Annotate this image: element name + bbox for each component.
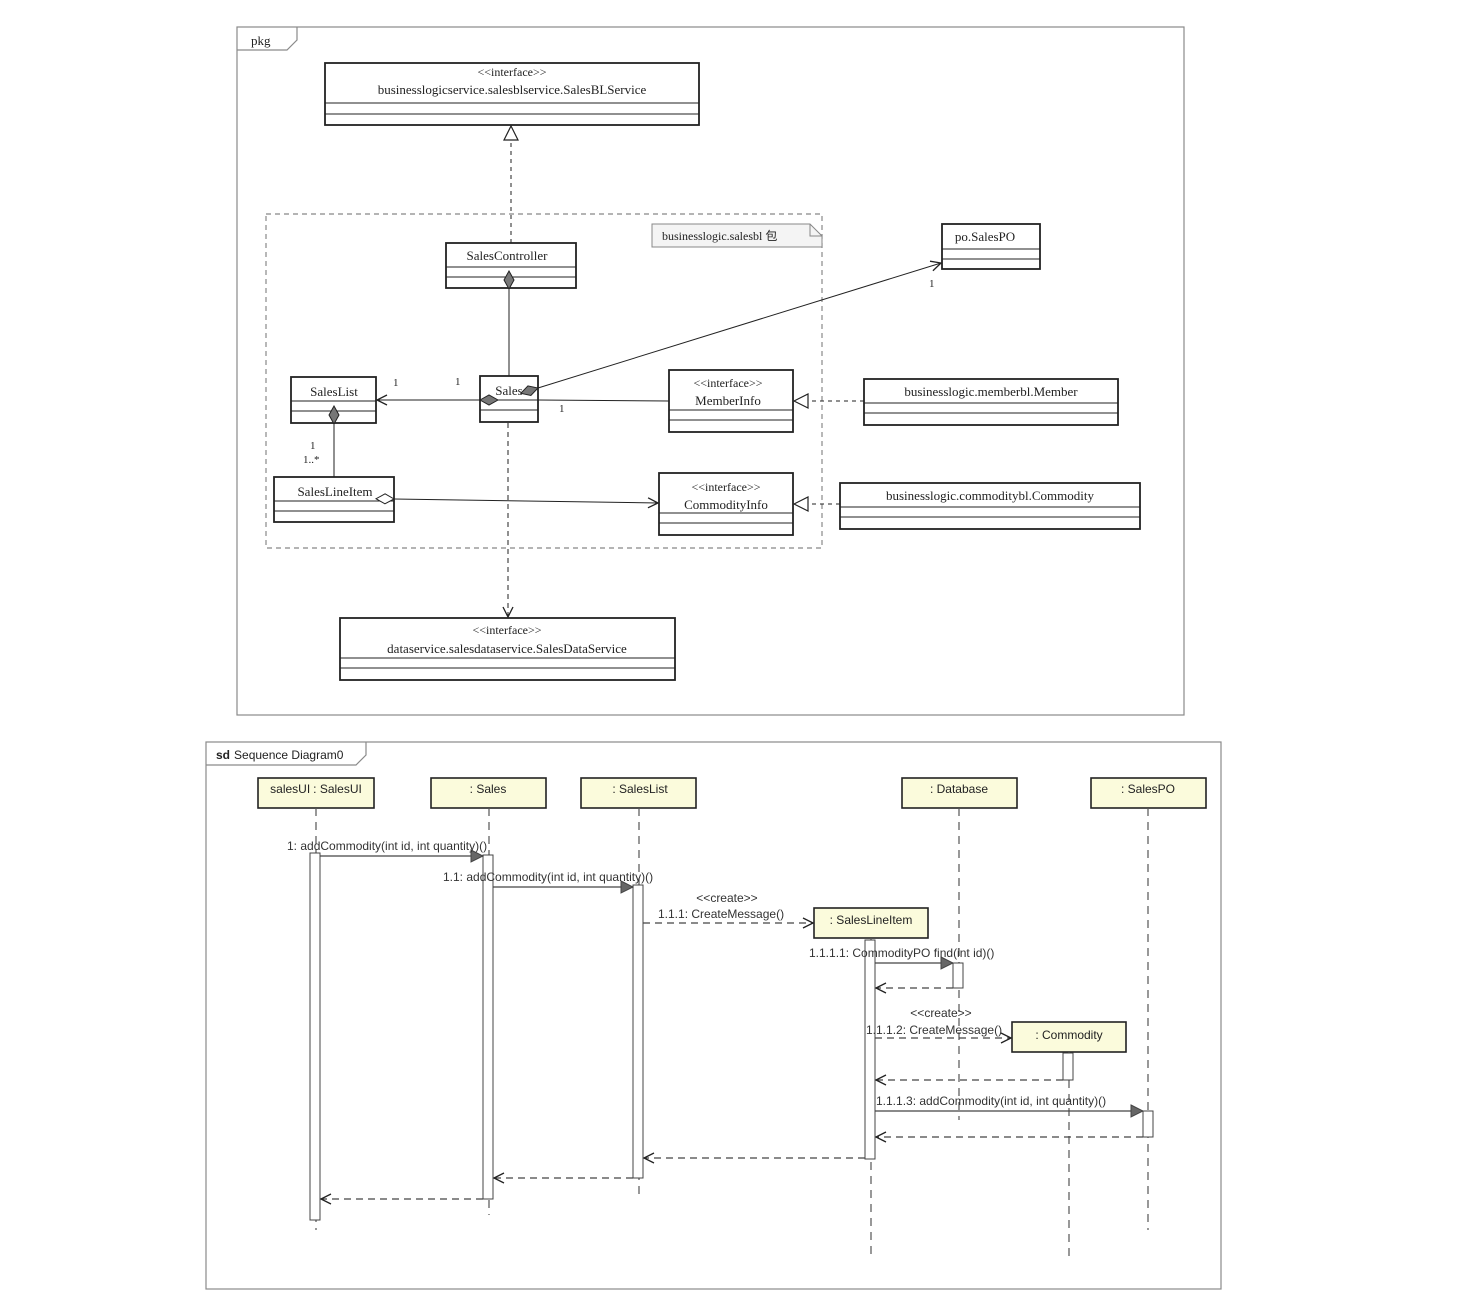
class-name: SalesList <box>310 384 358 399</box>
lifeline-type: : SalesUI <box>313 782 362 796</box>
class-name: CommodityInfo <box>684 497 768 512</box>
sd-frame <box>205 741 1222 1290</box>
lifeline-sales-line-item[interactable]: : SalesLineItem <box>813 907 929 1255</box>
class-commodity[interactable]: businesslogic.commoditybl.Commodity <box>839 482 1141 530</box>
lifeline-commodity[interactable]: : Commodity <box>1011 1021 1127 1258</box>
activation-sales-ui <box>309 852 321 1221</box>
message-1-1-1-label: 1.1.1: CreateMessage() <box>658 907 784 921</box>
class-name: businesslogicservice.salesblservice.Sale… <box>378 82 647 97</box>
class-name: businesslogic.commoditybl.Commodity <box>886 488 1095 503</box>
class-sales-line-item[interactable]: SalesLineItem <box>273 476 395 523</box>
svg-text:salesUI: SalesUI: salesUI: SalesUI <box>270 782 362 796</box>
activation-sales-line-item <box>864 939 876 1160</box>
class-sales-controller[interactable]: SalesController <box>445 242 577 289</box>
activation-database <box>952 962 964 989</box>
lifeline-label: : SalesList <box>612 782 668 796</box>
activation-sales <box>482 854 494 1200</box>
message-1-1-label: 1.1: addCommodity(int id, int quantity)(… <box>443 870 653 884</box>
class-member-info[interactable]: <<interface>> MemberInfo <box>668 369 794 433</box>
message-1-1-1-2-label: 1.1.1.2: CreateMessage() <box>866 1023 1002 1037</box>
lifeline-label: : Commodity <box>1035 1028 1102 1042</box>
class-sales-list[interactable]: SalesList <box>290 376 377 424</box>
lifeline-label: : SalesPO <box>1121 782 1175 796</box>
mult-sales-po: 1 <box>929 278 935 290</box>
lifeline-instance: salesUI <box>270 782 310 796</box>
sd-frame-label: sd Sequence Diagram0 <box>216 748 344 762</box>
message-1-1-1-3-label: 1.1.1.3: addCommodity(int id, int quanti… <box>876 1094 1106 1108</box>
class-sales-data-service[interactable]: <<interface>> dataservice.salesdataservi… <box>339 617 676 681</box>
class-name: SalesLineItem <box>297 484 372 499</box>
pkg-frame-label: pkg <box>251 33 271 48</box>
message-1-label: 1: addCommodity(int id, int quantity)() <box>287 839 487 853</box>
class-member[interactable]: businesslogic.memberbl.Member <box>863 378 1119 426</box>
message-1-1-1-stereotype: <<create>> <box>696 891 757 905</box>
activation-commodity <box>1062 1052 1074 1081</box>
mult-saleslineitem-many: 1..* <box>303 454 320 466</box>
class-sales-bl-service[interactable]: <<interface>> businesslogicservice.sales… <box>324 62 700 126</box>
mult-member-info: 1 <box>559 403 565 415</box>
class-sales[interactable]: Sales <box>479 375 539 423</box>
package-diagram: pkg businesslogic.salesbl 包 <<interface>… <box>236 26 1185 716</box>
class-stereotype: <<interface>> <box>477 65 546 79</box>
class-name: SalesController <box>467 248 549 263</box>
activation-sales-list <box>632 884 644 1179</box>
composition-sales-salespo <box>538 263 941 388</box>
class-name: dataservice.salesdataservice.SalesDataSe… <box>387 641 627 656</box>
class-name: po.SalesPO <box>955 229 1015 244</box>
message-1-1-1-2-stereotype: <<create>> <box>910 1006 971 1020</box>
sd-frame-tab <box>206 742 367 766</box>
aggregation-saleslineitem-commodityinfo <box>394 499 658 503</box>
class-stereotype: <<interface>> <box>693 376 762 390</box>
class-stereotype: <<interface>> <box>691 480 760 494</box>
pkg-frame-tab <box>237 27 298 51</box>
mult-sales: 1 <box>455 376 461 388</box>
lifeline-label: : SalesLineItem <box>830 913 913 927</box>
message-1-1-1-1-label: 1.1.1.1: CommodityPO find(int id)() <box>809 946 994 960</box>
class-stereotype: <<interface>> <box>472 623 541 637</box>
lifeline-sales-list[interactable]: : SalesList <box>580 777 697 1195</box>
class-commodity-info[interactable]: <<interface>> CommodityInfo <box>658 472 794 536</box>
class-name: MemberInfo <box>695 393 761 408</box>
class-name: businesslogic.memberbl.Member <box>904 384 1078 399</box>
lifeline-label: : Database <box>930 782 988 796</box>
sd-frame-prefix: sd <box>216 748 230 762</box>
sequence-diagram: sd Sequence Diagram0 salesUI: SalesUI : S… <box>205 741 1222 1290</box>
association-sales-memberinfo <box>537 399 670 402</box>
package-note-text: businesslogic.salesbl 包 <box>662 229 777 243</box>
class-name: Sales <box>495 383 522 398</box>
sd-frame-title: Sequence Diagram0 <box>234 748 344 762</box>
mult-saleslist-one: 1 <box>310 440 316 452</box>
class-sales-po[interactable]: po.SalesPO <box>941 223 1041 270</box>
lifeline-label: : Sales <box>470 782 507 796</box>
pkg-frame <box>236 26 1185 716</box>
mult-sales-list: 1 <box>393 377 399 389</box>
package-note: businesslogic.salesbl 包 <box>651 223 823 248</box>
lifeline-sales-po[interactable]: : SalesPO <box>1090 777 1207 1230</box>
activation-sales-po <box>1142 1110 1154 1138</box>
